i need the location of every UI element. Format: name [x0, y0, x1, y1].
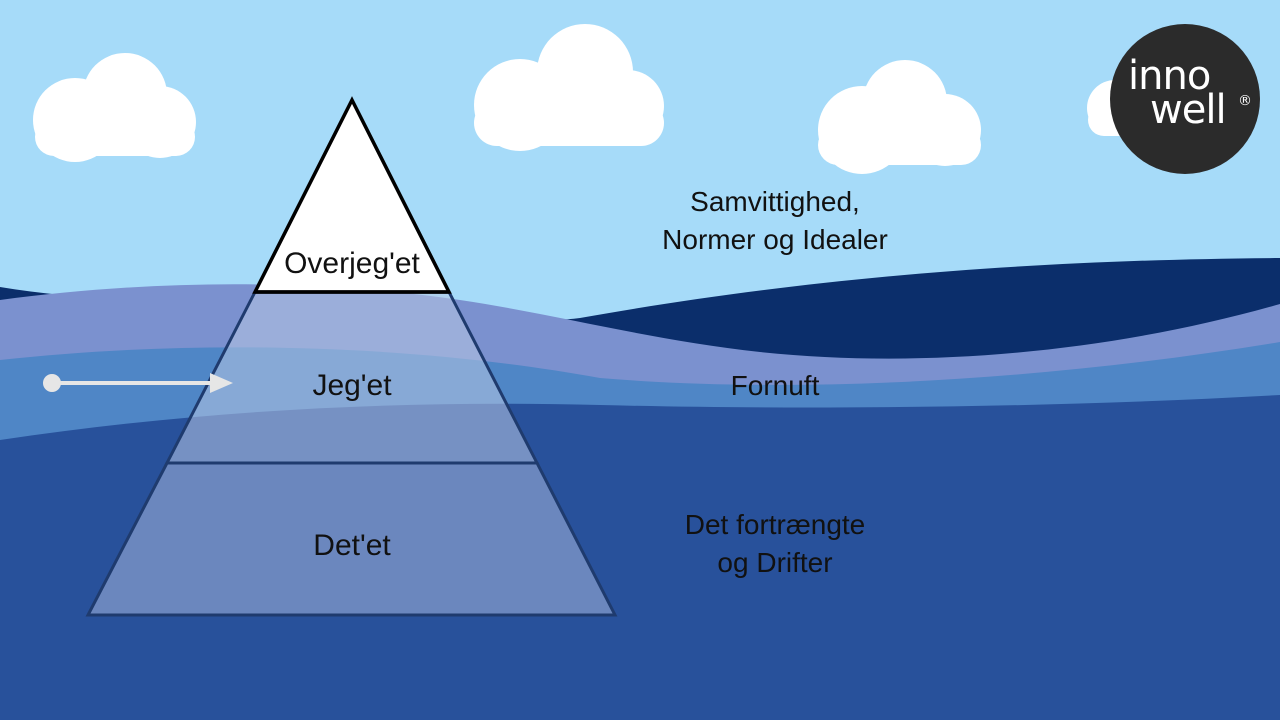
description-jeget: Fornuft: [730, 370, 820, 401]
description-overjeget-line1: Samvittighed,: [690, 186, 860, 217]
arrow-indicator: [43, 373, 233, 393]
cloud-left: [33, 53, 196, 162]
description-overjeget: Samvittighed, Normer og Idealer: [600, 183, 950, 259]
description-detet: Det fortrængte og Drifter: [600, 506, 950, 582]
logo-text-well: well: [1150, 87, 1227, 133]
description-detet-line1: Det fortrængte: [684, 509, 866, 540]
description-overjeget-line2: Normer og Idealer: [662, 224, 888, 255]
label-jeget: Jeg'et: [312, 369, 392, 402]
arrow-head: [210, 373, 233, 393]
cloud-right: [818, 60, 981, 174]
innowell-logo: inno well ®: [1110, 24, 1260, 174]
registered-mark: ®: [1238, 93, 1252, 109]
description-detet-line2: og Drifter: [717, 547, 833, 578]
logo-text-inno: inno: [1128, 53, 1211, 99]
label-detet: Det'et: [313, 529, 391, 562]
cloud-center: [474, 24, 664, 151]
label-overjeget: Overjeg'et: [284, 247, 420, 280]
